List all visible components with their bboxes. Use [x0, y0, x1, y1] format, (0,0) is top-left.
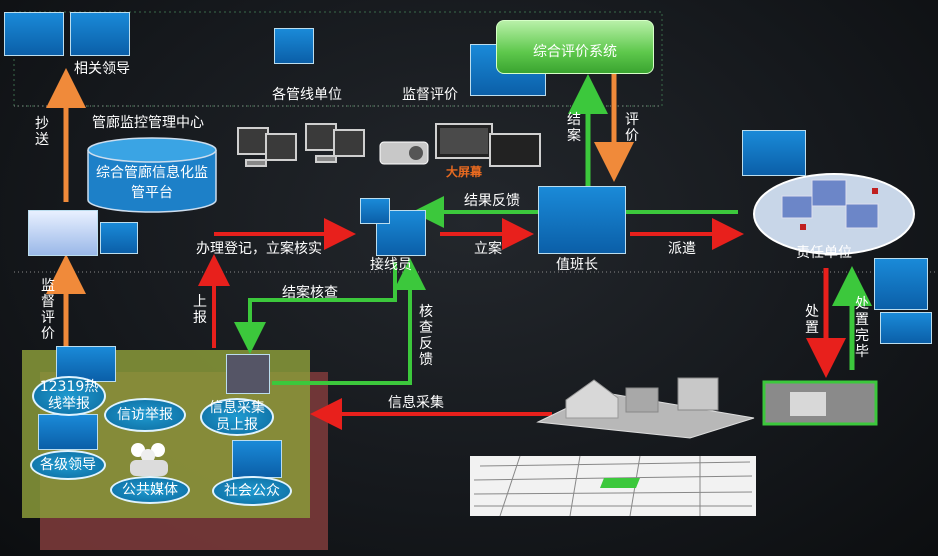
leaders-desk-icon — [38, 414, 98, 450]
handle-label: 处置 — [805, 304, 819, 336]
collector-label: 信息采集员上报 — [209, 400, 265, 433]
close-case-label: 结案 — [567, 112, 581, 144]
leader-desk-icon-2 — [70, 12, 130, 56]
petition-ellipse: 信访举报 — [104, 398, 186, 432]
result-feedback-label: 结果反馈 — [464, 193, 520, 209]
monitor-group-icon — [237, 123, 365, 167]
responsible-desk-icon — [742, 130, 806, 176]
evaluate-label: 评价 — [625, 112, 639, 144]
projector-icon — [379, 141, 429, 165]
handle-done-label: 处置完毕 — [855, 296, 869, 360]
operator-label: 接线员 — [370, 257, 412, 273]
supervise-eval-label: 监督评价 — [402, 87, 458, 103]
verify-feedback-label: 核查反馈 — [419, 304, 433, 368]
collector-person-icon — [226, 354, 270, 394]
related-leaders-label: 相关领导 — [74, 61, 130, 77]
verify-feedback-arrow — [272, 258, 426, 385]
responsible-unit-label: 责任单位 — [796, 245, 852, 261]
close-check-arrow — [234, 262, 397, 354]
collector-ellipse: 信息采集员上报 — [200, 398, 274, 436]
file-case-label: 立案 — [474, 241, 502, 257]
big-screen-label: 大屏幕 — [446, 165, 483, 179]
pipeline-units-label: 各管线单位 — [272, 87, 342, 103]
platform-label: 综合管廊信息化监管平台 — [96, 165, 208, 201]
houses-icon — [536, 377, 755, 439]
hotline-label: 12319热线举报 — [39, 379, 99, 412]
register-label: 办理登记，立案核实 — [196, 241, 322, 257]
pipeline-unit-person-icon — [274, 28, 314, 64]
leaders-ellipse: 各级领导 — [30, 450, 106, 480]
public-people-icon — [232, 440, 282, 478]
petition-label: 信访举报 — [117, 406, 173, 423]
leader-desk-icon — [4, 12, 64, 56]
responsible-unit-icon — [753, 173, 915, 255]
leaders-label: 各级领导 — [40, 456, 96, 473]
system-label: 综合评价系统 — [533, 44, 617, 60]
evaluation-system-box: 综合评价系统 — [496, 20, 654, 74]
big-screen-icon — [435, 123, 541, 167]
car-icon — [880, 312, 932, 344]
site-photo-icon — [762, 380, 878, 426]
operator-small-icon — [360, 198, 390, 224]
hotline-ellipse: 12319热线举报 — [32, 376, 106, 416]
info-collect-label: 信息采集 — [388, 395, 444, 411]
report-up-label: 上报 — [193, 294, 207, 326]
close-check-label: 结案核查 — [282, 285, 338, 301]
shift-leader-label: 值班长 — [556, 257, 598, 273]
public-ellipse: 社会公众 — [212, 476, 292, 506]
web-portal-icon — [28, 210, 98, 256]
supervise-eval-left-label: 监督评价 — [41, 278, 55, 342]
media-people-icon — [124, 440, 174, 478]
platform-cylinder — [87, 137, 217, 213]
center-label: 管廊监控管理中心 — [92, 115, 204, 131]
dispatch-label: 派遣 — [668, 241, 696, 257]
map-image — [470, 455, 756, 517]
cc-label: 抄送 — [35, 116, 49, 148]
media-ellipse: 公共媒体 — [110, 476, 190, 504]
worker-icon — [874, 258, 928, 310]
public-label: 社会公众 — [224, 482, 280, 499]
headset-person-icon — [100, 222, 138, 254]
shift-leader-desk-icon — [538, 186, 626, 254]
media-label: 公共媒体 — [122, 481, 178, 498]
